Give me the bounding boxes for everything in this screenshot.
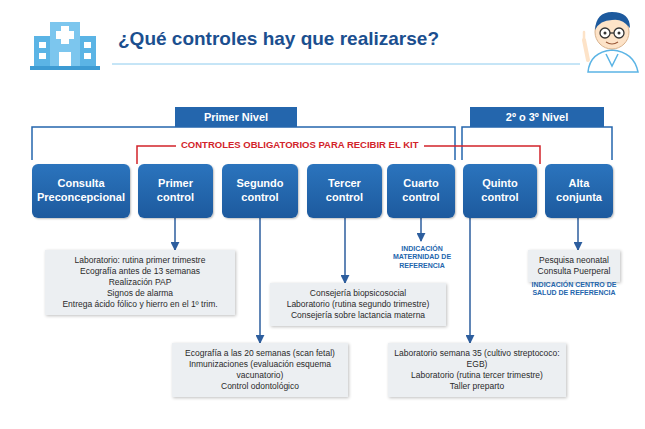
pointer-line [420, 218, 422, 241]
connector [469, 218, 471, 343]
box-text: Cuarto control [392, 177, 450, 205]
box-text: Realización PAP [51, 277, 229, 288]
control-box: Quinto control [463, 164, 537, 218]
box-text: Ecografía a las 20 semanas (scan fetal) [178, 348, 342, 359]
control-box: Primer control [138, 164, 213, 218]
info-box: Pesquisa neonatalConsulta Puerperal [528, 250, 620, 282]
indication-note: INDICACIÓN CENTRO DE SALUD DE REFERENCIA [530, 281, 618, 298]
box-text: 2º o 3º Nivel [506, 111, 568, 123]
box-text: Consejería sobre lactancia materna [276, 310, 440, 321]
level-band: 2º o 3º Nivel [470, 107, 604, 127]
box-text: Quinto control [468, 177, 532, 205]
control-box: Consulta Preconcepcional [32, 164, 130, 218]
indication-note: INDICACIÓN MATERNIDAD DE REFERENCIA [390, 245, 454, 270]
connector [344, 218, 346, 283]
box-text: Consejería biopsicosocial [276, 288, 440, 299]
box-text: Laboratorio semana 35 (cultivo streptoco… [394, 348, 560, 370]
info-box: Ecografía a las 20 semanas (scan fetal)I… [172, 343, 348, 397]
kit-note: CONTROLES OBLIGATORIOS PARA RECIBIR EL K… [176, 139, 424, 150]
box-text: Signos de alarma [51, 288, 229, 299]
page-title: ¿Qué controles hay que realizarse? [118, 28, 439, 50]
control-box: Tercer control [307, 164, 382, 218]
box-text: Laboratorio (rutina tercer trimestre) [394, 370, 560, 381]
box-text: Control odontológico [178, 381, 342, 392]
box-text: Segundo control [227, 177, 293, 205]
title-rule [112, 64, 580, 65]
box-text: Primer Nivel [204, 111, 268, 123]
info-box: Laboratorio: rutina primer trimestreEcog… [45, 250, 235, 315]
box-text: Laboratorio (rutina segundo trimestre) [276, 299, 440, 310]
box-text: Inmunizaciones (evaluación esquema vacun… [178, 359, 342, 381]
level-bracket [462, 127, 612, 160]
box-text: Consulta Preconcepcional [37, 177, 125, 205]
control-box: Cuarto control [387, 164, 455, 218]
level-bracket [32, 127, 455, 160]
box-text: Taller preparto [394, 381, 560, 392]
info-box: Laboratorio semana 35 (cultivo streptoco… [388, 343, 566, 397]
hospital-icon [30, 22, 100, 70]
box-text: Ecografía antes de 13 semanas [51, 266, 229, 277]
level-band: Primer Nivel [175, 107, 297, 127]
box-text: Laboratorio: rutina primer trimestre [51, 255, 229, 266]
box-text: Consulta Puerperal [534, 266, 614, 277]
box-text: Pesquisa neonatal [534, 255, 614, 266]
info-box: Consejería biopsicosocialLaboratorio (ru… [270, 283, 446, 326]
connector [577, 218, 579, 250]
box-text: Entrega ácido fólico y hierro en el 1º t… [51, 299, 229, 310]
doctor-illustration [584, 12, 638, 72]
control-box: Segundo control [222, 164, 298, 218]
box-text: Alta conjunta [550, 177, 608, 205]
connector [259, 218, 261, 343]
connector [174, 218, 176, 250]
box-text: Tercer control [312, 177, 377, 205]
control-box: Alta conjunta [545, 164, 613, 218]
box-text: Primer control [143, 177, 208, 205]
